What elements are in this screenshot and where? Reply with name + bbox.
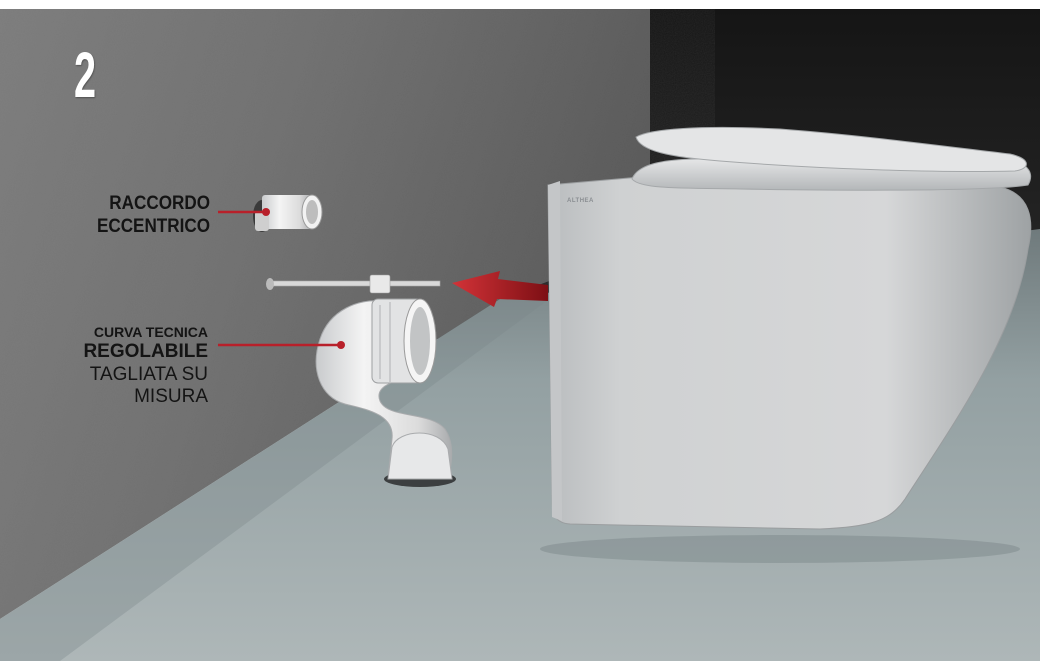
curve-label-line4: MISURA xyxy=(40,386,208,409)
curve-label-line1: CURVA TECNICA xyxy=(40,324,208,341)
curve-label-line2: REGOLABILE xyxy=(40,341,208,364)
fitting-label-line1: RACCORDO xyxy=(75,193,210,216)
step-number: 2 xyxy=(74,38,95,112)
fitting-label: RACCORDO ECCENTRICO xyxy=(75,193,210,239)
curve-label-line3: TAGLIATA SU xyxy=(40,364,208,387)
brand-mark: ALTHEA xyxy=(567,198,594,204)
fitting-label-line2: ECCENTRICO xyxy=(75,216,210,239)
curve-label: CURVA TECNICA REGOLABILE TAGLIATA SU MIS… xyxy=(40,324,208,409)
